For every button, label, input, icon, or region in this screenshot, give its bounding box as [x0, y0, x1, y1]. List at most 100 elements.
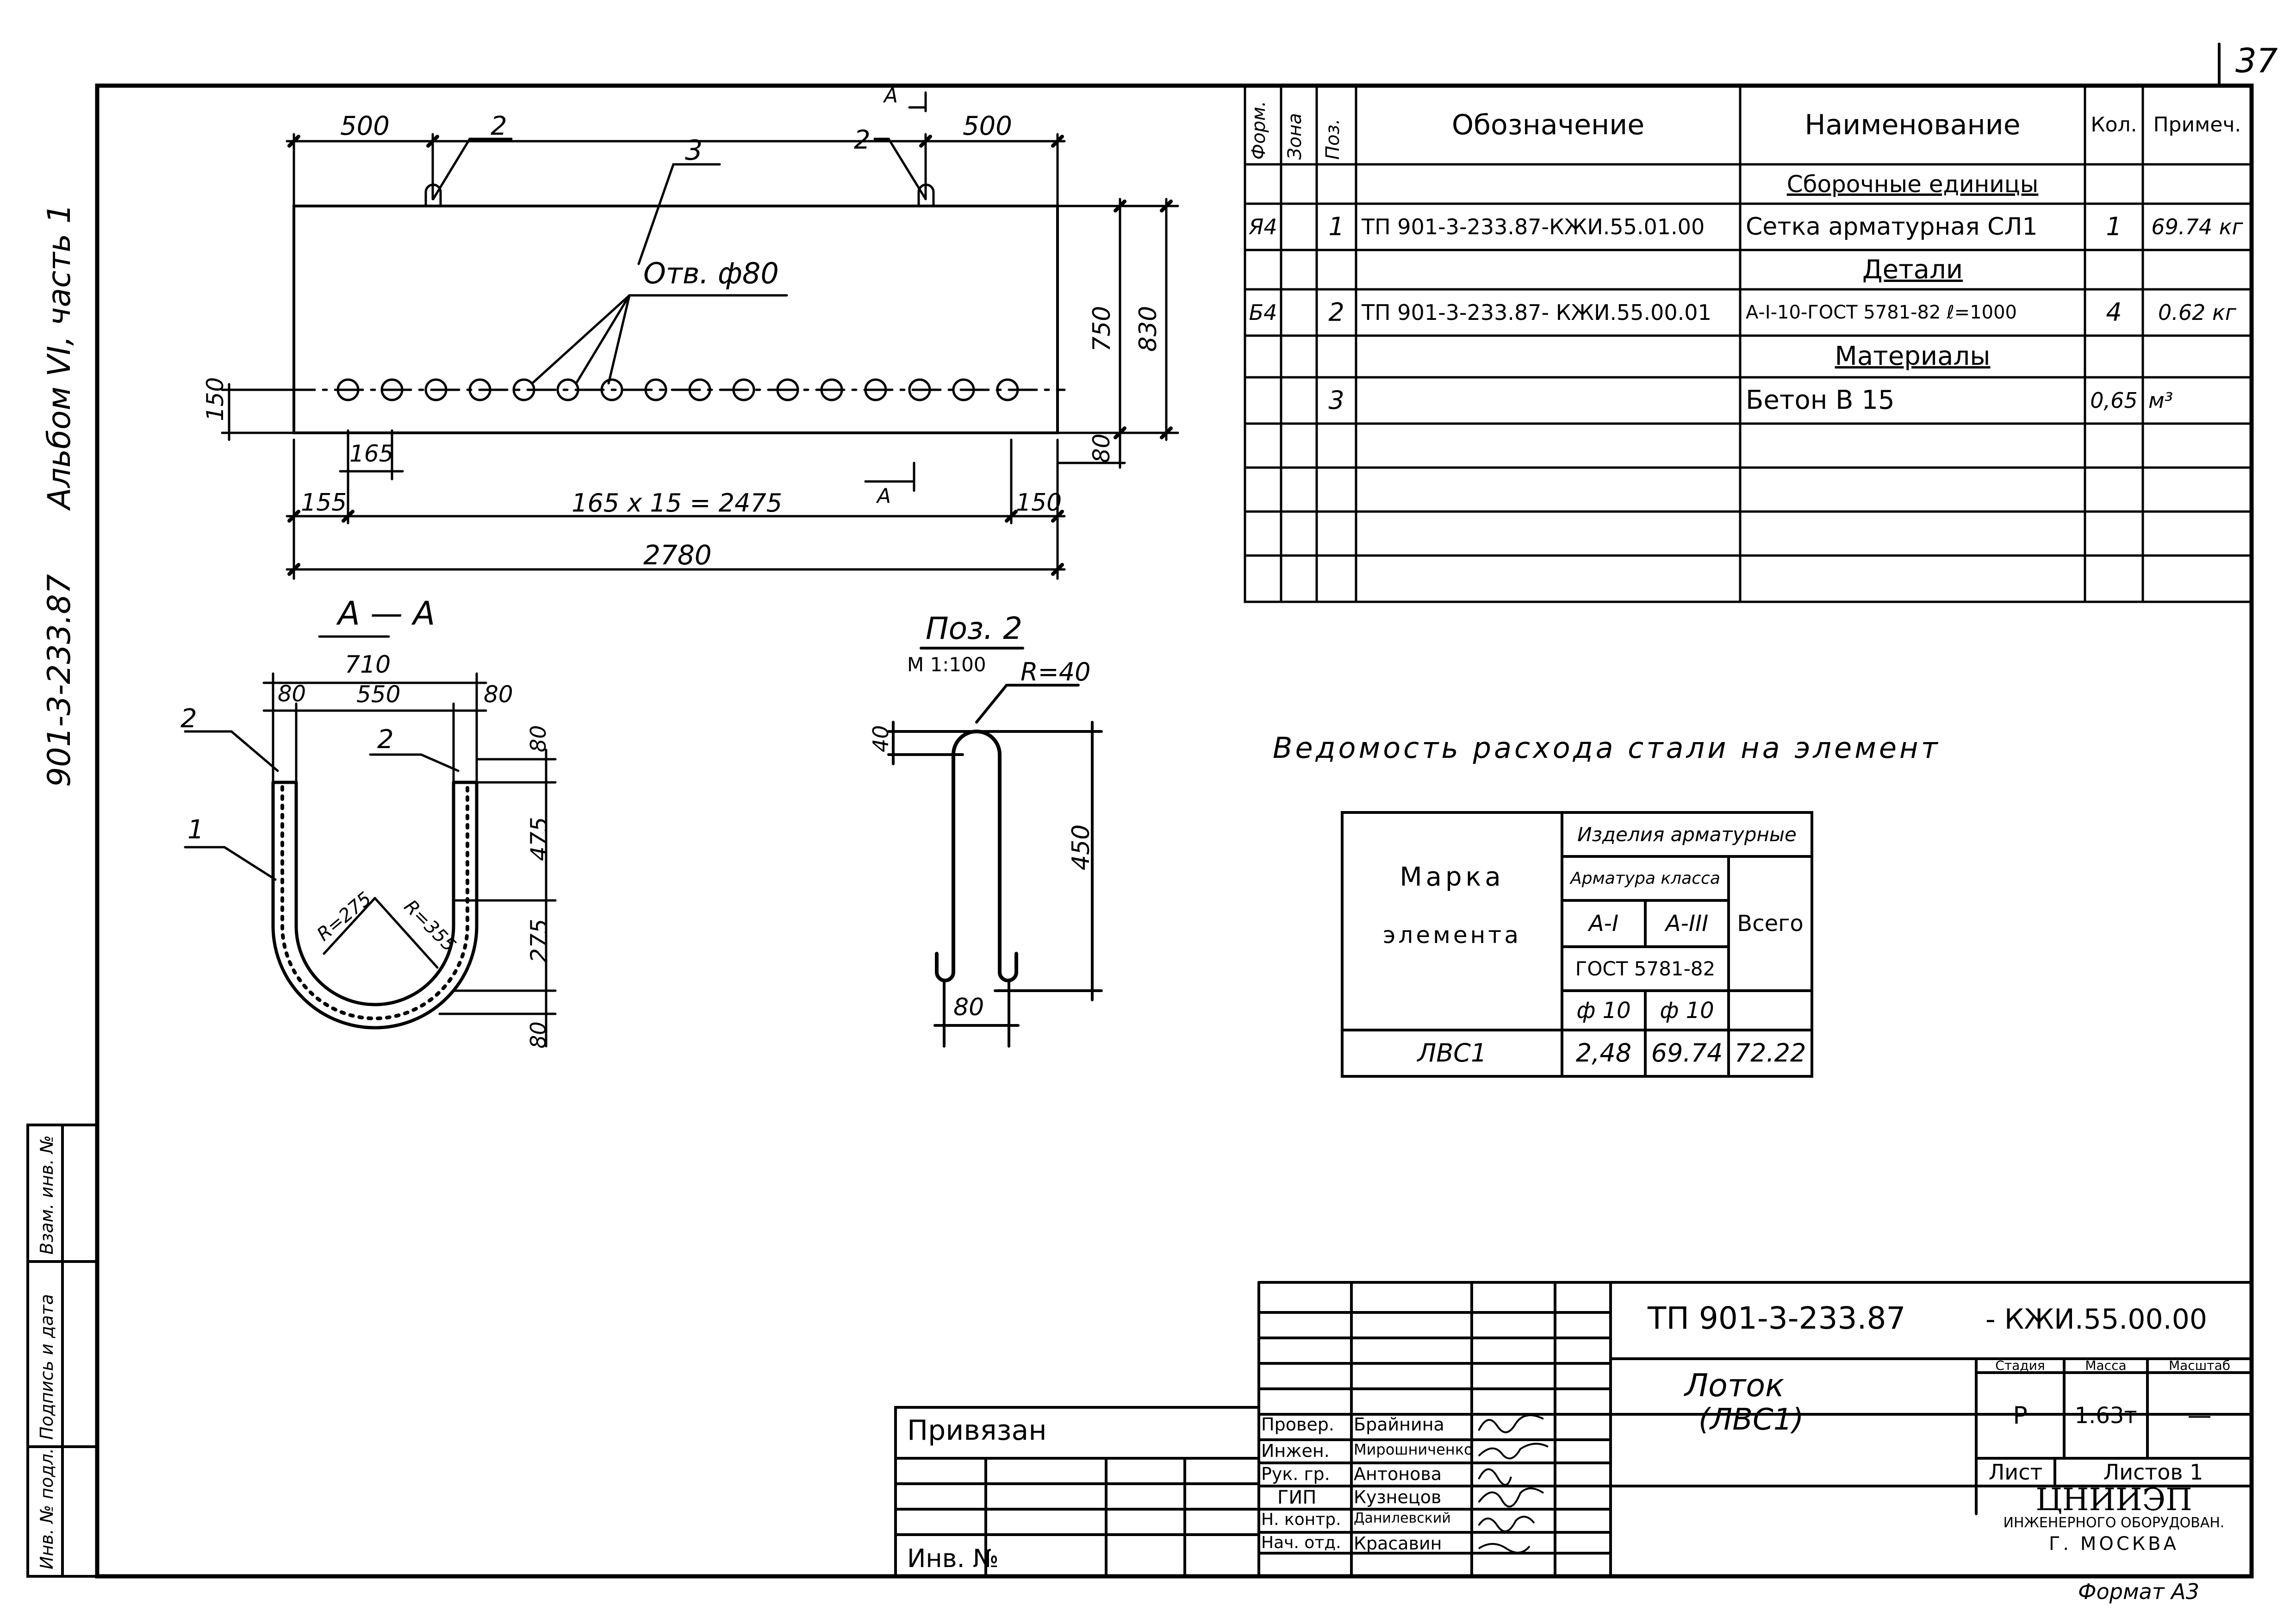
detail-view — [887, 647, 1103, 1048]
plan-dim-500-left: 500 — [340, 111, 390, 141]
steel-total-header: Всего — [1737, 911, 1804, 937]
title-block-grid — [894, 1281, 2253, 1578]
tb-sheet: Лист — [1988, 1460, 2043, 1485]
spec-header-pos: Поз. — [1322, 119, 1344, 160]
stamp-inv-podl: Инв. № подл. — [37, 1448, 57, 1569]
plan-dim-500-right: 500 — [963, 111, 1012, 141]
spec-row1-note: 69.74 кг — [2151, 214, 2243, 239]
section-dim-80-left: 80 — [278, 681, 306, 707]
steel-row-mark: ЛВС1 — [1417, 1038, 1487, 1068]
page-number: 37 — [2235, 41, 2278, 80]
spec-row5-name: Бетон В 15 — [1746, 385, 1895, 415]
section-pos1: 1 — [187, 815, 204, 845]
side-stamp-frame — [26, 1124, 99, 1578]
plan-dim-chain: 165 x 15 = 2475 — [572, 488, 783, 518]
section-dim-275: 275 — [526, 918, 553, 963]
spec-header-code: Обозначение — [1451, 109, 1645, 141]
tb-name-1: Брайнина — [1354, 1414, 1444, 1435]
spec-heading-details: Детали — [1862, 254, 1963, 285]
spec-row5-qty: 0,65 — [2090, 388, 2138, 413]
steel-row-total: 72.22 — [1734, 1038, 1806, 1068]
tb-name-6: Красавин — [1354, 1533, 1442, 1554]
steel-class-header: Арматура класса — [1570, 868, 1720, 888]
spec-row1-qty: 1 — [2106, 212, 2122, 241]
detail-title: Поз. 2 — [926, 611, 1023, 646]
section-title: А — А — [338, 594, 436, 632]
steel-mark-header-1: Марка — [1400, 862, 1505, 892]
spec-row3-note: 0.62 кг — [2158, 300, 2236, 325]
steel-dia-2: ф 10 — [1660, 997, 1714, 1024]
tb-role-2: Инжен. — [1261, 1441, 1330, 1461]
tb-mass-header: Масса — [2085, 1359, 2127, 1373]
plan-view — [221, 91, 1179, 580]
section-dim-80-bottom: 80 — [526, 1021, 551, 1049]
steel-row-a1: 2,48 — [1575, 1038, 1632, 1068]
spec-header-name: Наименование — [1804, 109, 2021, 141]
tb-name-3: Антонова — [1354, 1464, 1442, 1484]
section-dim-710: 710 — [345, 651, 391, 679]
album-label: Альбом VI, часть 1 — [41, 203, 78, 509]
plan-pos2-right: 2 — [854, 125, 871, 155]
plan-dim-80: 80 — [1088, 433, 1115, 463]
tb-name-5: Данилевский — [1354, 1510, 1451, 1526]
steel-col-a1: А-I — [1588, 911, 1619, 937]
project-code-vertical: 901-3-233.87 — [41, 574, 78, 787]
tb-doc-suffix: - КЖИ.55.00.00 — [1985, 1303, 2208, 1336]
tb-stage-header: Стадия — [1995, 1359, 2045, 1373]
section-pos2-left: 2 — [180, 704, 197, 734]
spec-row3-name: А-I-10-ГОСТ 5781-82 ℓ=1000 — [1746, 302, 2017, 323]
steel-table-grid — [1341, 811, 1813, 1078]
detail-radius: R=40 — [1020, 657, 1091, 687]
tb-role-3: Рук. гр. — [1261, 1464, 1330, 1484]
spec-row3-pos: 2 — [1328, 298, 1344, 327]
tb-sheets: Листов 1 — [2103, 1460, 2203, 1485]
spec-row1-form: Я4 — [1249, 214, 1277, 239]
spec-row3-form: Б4 — [1249, 300, 1277, 325]
steel-dia-1: ф 10 — [1576, 997, 1631, 1024]
plan-holes — [336, 378, 1019, 401]
plan-dim-total: 2780 — [643, 539, 712, 571]
spec-header-note: Примеч. — [2153, 113, 2241, 137]
tb-name-4: Кузнецов — [1354, 1487, 1442, 1507]
section-pos2-inner: 2 — [377, 725, 394, 755]
plan-dim-155: 155 — [301, 489, 347, 517]
steel-group-header: Изделия арматурные — [1577, 823, 1797, 846]
plan-dim-830: 830 — [1134, 306, 1162, 352]
spec-row1-pos: 1 — [1328, 212, 1344, 241]
spec-row3-code: ТП 901-3-233.87- КЖИ.55.00.01 — [1362, 300, 1711, 325]
tb-doc-code: ТП 901-3-233.87 — [1648, 1300, 1906, 1336]
tb-scale: — — [2187, 1401, 2212, 1430]
detail-dim-450: 450 — [1067, 824, 1095, 870]
section-dim-475: 475 — [526, 817, 553, 861]
tb-name-line1: Лоток — [1685, 1368, 1785, 1404]
detail-scale: М 1:100 — [907, 653, 986, 676]
tb-org1: ЦНИИЭП — [2035, 1486, 2192, 1514]
tb-name-line2: (ЛВС1) — [1699, 1403, 1804, 1437]
spec-header-form: Форм. — [1248, 100, 1269, 160]
plan-dim-150-left: 150 — [202, 377, 229, 421]
steel-title: Ведомость расхода стали на элемент — [1273, 731, 1941, 765]
plan-pos3: 3 — [685, 134, 703, 167]
tb-scale-header: Масштаб — [2168, 1359, 2231, 1373]
tb-format: Формат А3 — [2078, 1579, 2199, 1604]
tb-stage: Р — [2013, 1401, 2028, 1430]
spec-heading-assembly: Сборочные единицы — [1786, 170, 2039, 198]
section-dim-550: 550 — [356, 681, 401, 708]
plan-dim-150-right: 150 — [1016, 489, 1062, 517]
spec-row3-qty: 4 — [2106, 298, 2122, 327]
steel-gost: ГОСТ 5781-82 — [1575, 957, 1716, 980]
steel-mark-header-2: элемента — [1382, 922, 1522, 949]
tb-role-6: Нач. отд. — [1261, 1533, 1341, 1552]
section-dim-80-top: 80 — [526, 725, 551, 752]
section-view — [184, 635, 557, 1048]
plan-section-mark-bottom: А — [877, 484, 891, 508]
spec-row1-name: Сетка арматурная СЛ1 — [1746, 213, 2038, 241]
tb-mass: 1.63т — [2074, 1402, 2137, 1429]
steel-row-a3: 69.74 — [1651, 1038, 1723, 1068]
tb-role-5: Н. контр. — [1261, 1510, 1341, 1529]
plan-dim-750: 750 — [1088, 306, 1116, 352]
section-dim-80-right: 80 — [484, 681, 513, 708]
spec-row5-note: м³ — [2148, 388, 2173, 413]
tb-role-1: Провер. — [1261, 1414, 1334, 1435]
